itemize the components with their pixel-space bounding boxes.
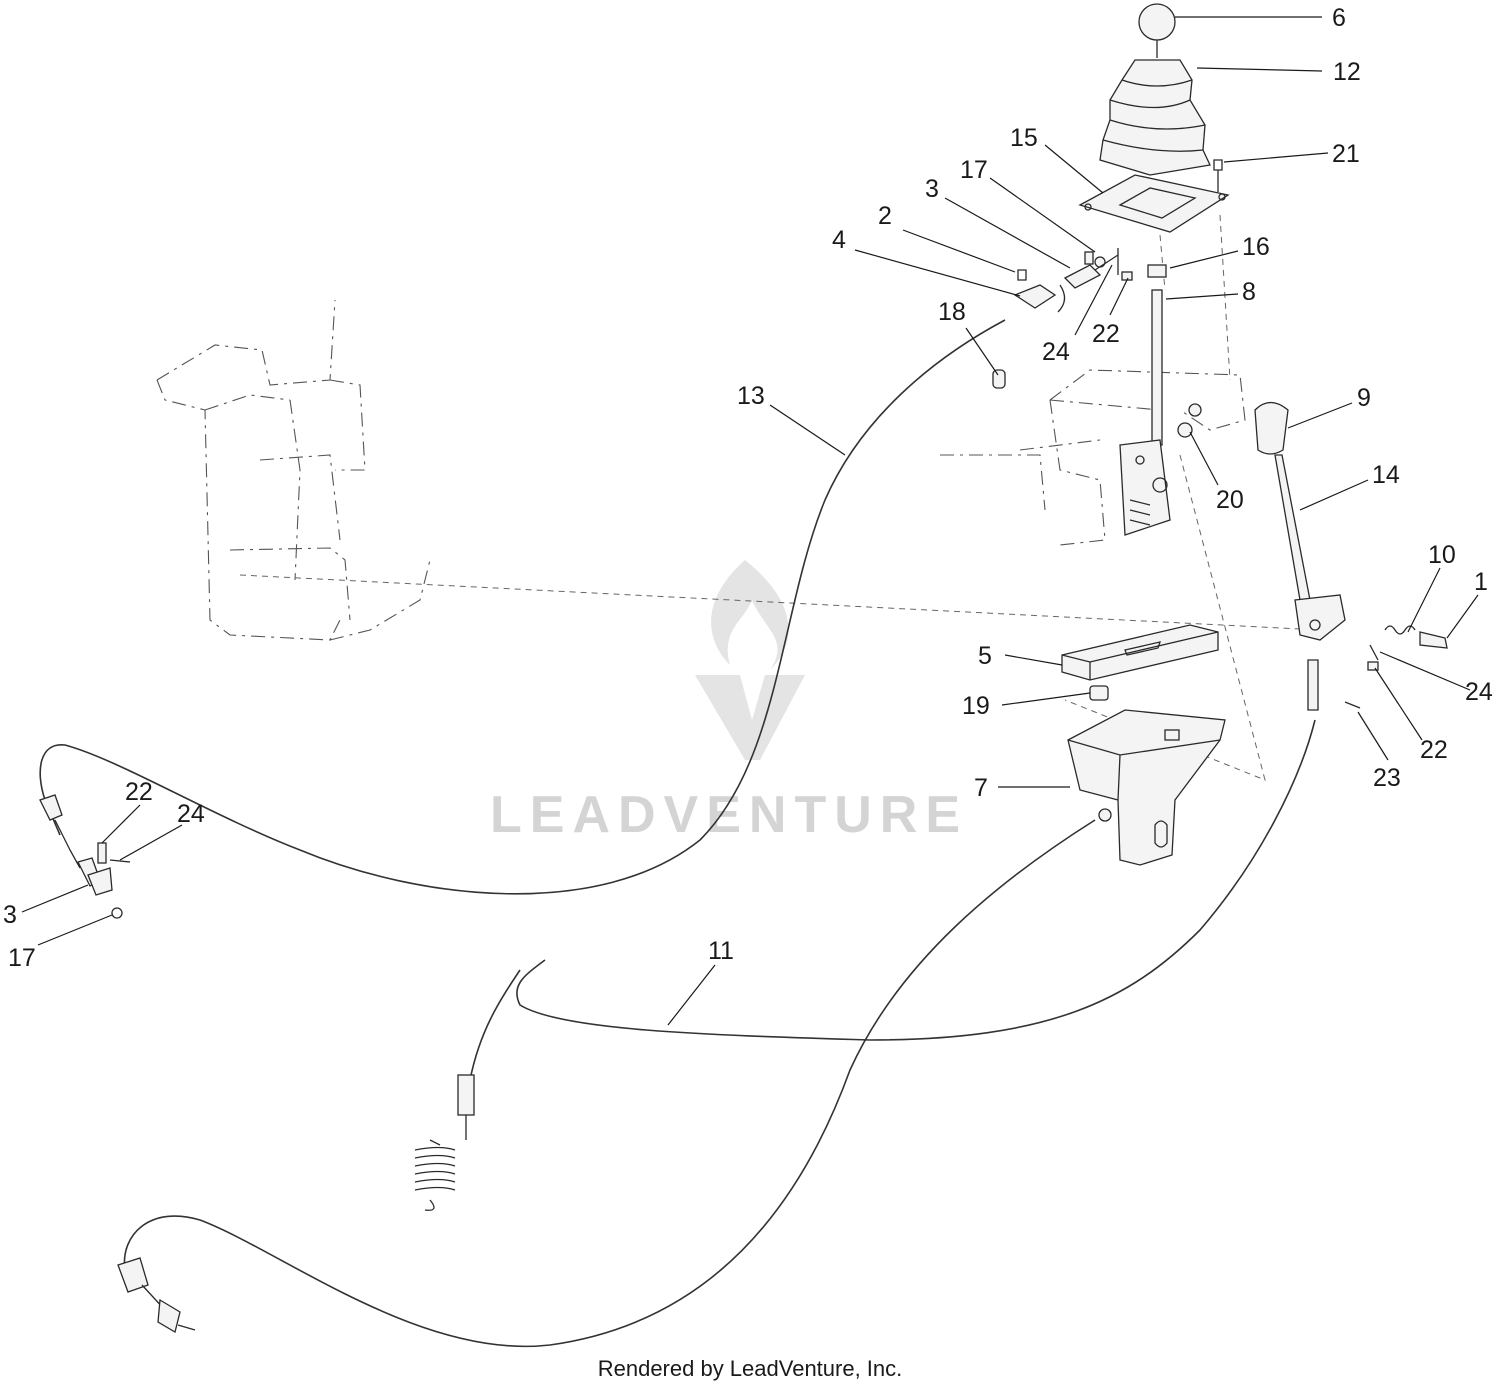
boot-plate	[1078, 174, 1230, 233]
callout-3-left: 3	[3, 901, 17, 929]
extension-spring	[414, 1146, 456, 1191]
shift-rod	[1151, 289, 1163, 446]
callout-18: 18	[938, 298, 966, 326]
callout-24-right: 24	[1465, 678, 1493, 706]
bolt-2	[1017, 269, 1027, 281]
lever-knob	[1254, 401, 1289, 455]
bushing-18	[992, 369, 1006, 389]
callout-24-top: 24	[1042, 338, 1070, 366]
callout-14: 14	[1372, 461, 1400, 489]
shift-knob-ball	[1138, 3, 1176, 41]
callout-19: 19	[962, 692, 990, 720]
callout-22-right: 22	[1420, 736, 1448, 764]
callout-13: 13	[737, 382, 765, 410]
callout-21: 21	[1332, 140, 1360, 168]
cable-fitting-center	[457, 1074, 475, 1116]
callout-10: 10	[1428, 541, 1456, 569]
callout-4: 4	[832, 226, 846, 254]
watermark-v-icon	[695, 675, 805, 760]
lever-bracket	[1119, 439, 1171, 536]
pin-19	[1089, 685, 1109, 701]
callout-15: 15	[1010, 124, 1038, 152]
cable-clamp	[1013, 284, 1057, 309]
callout-1: 1	[1474, 568, 1488, 596]
pin-1	[1419, 631, 1448, 649]
cable-end-lower-left	[117, 1257, 149, 1293]
cables	[39, 319, 1316, 1348]
nut-20	[1177, 422, 1193, 438]
spring-10	[1384, 625, 1416, 635]
callout-12: 12	[1333, 58, 1361, 86]
callout-20: 20	[1216, 486, 1244, 514]
watermark: LEADVENTURE	[490, 560, 968, 844]
callout-16: 16	[1242, 233, 1270, 261]
credit-text: Rendered by LeadVenture, Inc.	[597, 1356, 903, 1381]
cable-13	[39, 319, 1006, 895]
watermark-flame-icon	[711, 560, 789, 670]
callout-9: 9	[1357, 384, 1371, 412]
callout-6: 6	[1332, 4, 1346, 32]
shift-boot	[1099, 59, 1211, 176]
callout-23: 23	[1373, 764, 1401, 792]
callout-3: 3	[925, 175, 939, 203]
console-frame	[156, 214, 1321, 781]
lower-housing	[1067, 709, 1226, 866]
callout-17-left: 17	[8, 944, 36, 972]
nut-16	[1147, 264, 1167, 278]
cable-end-left	[39, 794, 63, 821]
hand-lever	[1274, 454, 1311, 601]
callout-2: 2	[878, 202, 892, 230]
cable-lower	[123, 819, 1096, 1348]
callout-24-left: 24	[177, 800, 205, 828]
callout-22-top: 22	[1092, 320, 1120, 348]
watermark-text: LEADVENTURE	[490, 786, 968, 844]
callouts: 6 12 15 21 17 3 2 4 16 8 18 24 22 13 9 2…	[3, 4, 1493, 972]
callout-7: 7	[974, 774, 988, 802]
leader-lines	[21, 16, 1479, 1026]
bolt-21	[1213, 159, 1223, 192]
callout-22-left: 22	[125, 778, 153, 806]
callout-5: 5	[978, 642, 992, 670]
cable-11	[516, 719, 1316, 1041]
callout-8: 8	[1242, 278, 1256, 306]
callout-17: 17	[960, 156, 988, 184]
callout-11: 11	[708, 937, 734, 965]
